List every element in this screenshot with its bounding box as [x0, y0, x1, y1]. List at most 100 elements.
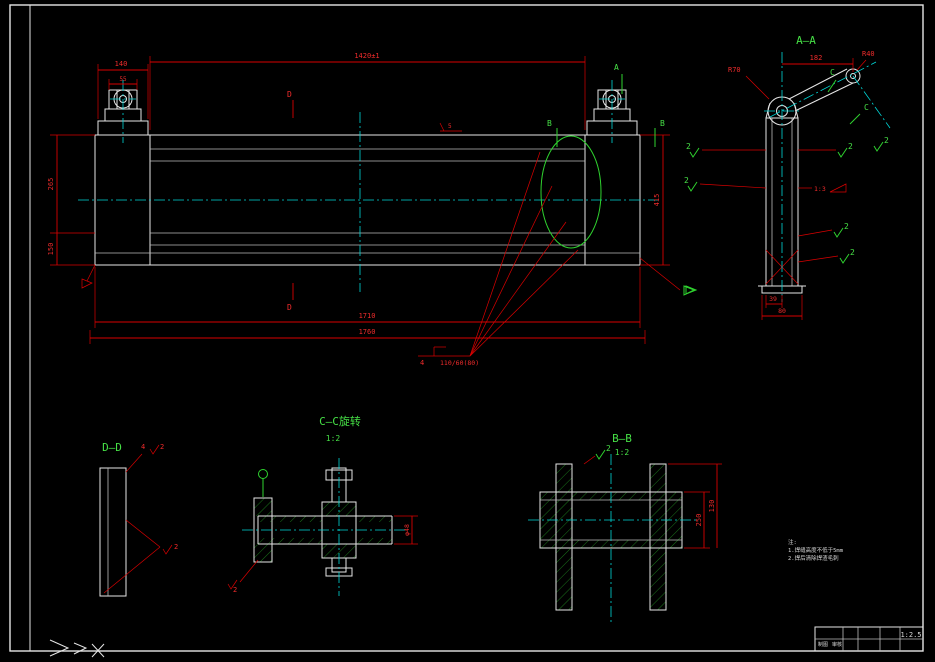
corner-arrow-small: [73, 642, 88, 655]
dimension-265: 265: [47, 134, 95, 234]
aa-finish-marks: 2 2 2 2 2 2: [684, 136, 889, 264]
aa-finish-l2: 2: [684, 176, 689, 185]
view-cc: C—C旋转 1:2: [227, 414, 418, 596]
note-line-1: 注:: [788, 538, 797, 546]
datum-flag-left: [81, 264, 96, 289]
dim-text-415: 415: [653, 194, 661, 207]
note-line-3: 2.焊后清除焊渣毛刺: [788, 554, 839, 562]
weld-5-text: 5: [448, 123, 452, 130]
bb-dim-outer-text: 250: [695, 514, 703, 527]
aa-finish-l1: 2: [686, 142, 691, 151]
dim-text-1760: 1760: [359, 328, 376, 336]
aa-dim-r40: R40: [856, 50, 875, 71]
section-d-label-top: D: [287, 90, 292, 99]
detail-ellipse: [540, 135, 602, 249]
cc-dim-dia-text: φ48: [403, 524, 411, 536]
aa-datum-flag: [685, 285, 698, 295]
aa-section-marks-c: C C: [827, 68, 869, 125]
cc-geometry: [253, 467, 393, 577]
cc-centerlines: [242, 458, 406, 596]
aa-geometry: [758, 68, 861, 294]
dd-title: D—D: [102, 441, 122, 454]
section-b-label-right: B: [660, 119, 665, 128]
section-marks-b: B B: [547, 119, 665, 147]
weld-callout: 4 110/60(80): [418, 151, 579, 367]
dimension-1760: 1760: [89, 328, 646, 344]
title-block-field-1: 制图: [818, 641, 828, 648]
sheet-border: [9, 4, 924, 652]
view-bb: B—B 1:2 2 250: [528, 432, 722, 622]
title-block-field-2: 审核: [832, 641, 842, 648]
aa-dim-39: 39: [765, 295, 783, 308]
bb-centerlines: [528, 454, 696, 622]
aa-finish-arm: 2: [884, 136, 889, 145]
title-block-scale: 1:2.5: [900, 631, 921, 639]
aa-r70-text: R70: [728, 66, 741, 74]
cc-finish-text: 2: [233, 586, 237, 594]
aa-finish-r3: 2: [850, 248, 855, 257]
dim-text-1420: 1420±1: [354, 52, 379, 60]
note-line-2: 1.焊缝高度不低于5mm: [788, 546, 844, 554]
weld-qty-text: 4: [420, 359, 424, 367]
dim-text-1710: 1710: [359, 312, 376, 320]
aa-80-text: 80: [778, 307, 786, 315]
dimension-55: 55: [108, 76, 138, 90]
title-block: 1:2.5 制图 审核: [814, 626, 924, 652]
section-a-label: A: [614, 63, 619, 72]
section-mark-a: A: [614, 63, 623, 94]
aa-c-label-2: C: [864, 103, 869, 112]
main-centerlines: [78, 80, 658, 292]
dd-2-top-text: 2: [160, 443, 164, 451]
section-marks-d: D D: [287, 90, 294, 312]
notes-block: 注: 1.焊缝高度不低于5mm 2.焊后清除焊渣毛刺: [788, 538, 844, 562]
title-block-stamp: [817, 629, 839, 637]
corner-arrow-large: [49, 639, 70, 657]
dim-text-265: 265: [47, 178, 55, 191]
aa-slope-text: 1:3: [814, 185, 826, 193]
bb-scale: 1:2: [615, 448, 630, 457]
cc-title: C—C旋转: [319, 414, 361, 428]
bb-finish-mark: 2: [583, 444, 611, 465]
weld-note-text: 110/60(80): [440, 359, 479, 367]
beam-outline: [94, 134, 641, 266]
aa-title: A—A: [796, 34, 816, 47]
aa-finish-r2: 2: [844, 222, 849, 231]
aa-centerlines: [764, 52, 891, 302]
main-view: 1420±1 140 55 265 150: [47, 52, 696, 367]
cc-scale: 1:2: [326, 434, 341, 443]
dim-text-140: 140: [115, 60, 128, 68]
dd-leaders: 2: [103, 519, 178, 594]
dd-geometry: [99, 467, 127, 597]
aa-dim-r70: R70: [728, 66, 770, 100]
dimension-1710: 1710: [94, 267, 641, 328]
view-aa: A—A R70: [684, 34, 891, 320]
dim-text-150: 150: [47, 243, 55, 256]
aa-c-label-1: C: [830, 68, 835, 77]
cc-finish-mark: 2: [227, 559, 259, 594]
weld-mark-5: 5: [439, 122, 462, 132]
cc-dim-dia: φ48: [394, 515, 418, 545]
aa-r40-text: R40: [862, 50, 875, 58]
aa-dim-80: 80: [761, 295, 803, 320]
bb-dim-inner: 130: [668, 463, 722, 548]
bb-finish-text: 2: [606, 444, 611, 453]
cc-balloon: [258, 469, 268, 497]
aa-slope-mark: 1:3: [798, 183, 847, 193]
dimension-140: 140: [97, 60, 149, 119]
aa-dim-182: 182: [782, 54, 854, 72]
bb-dim-outer: 250: [684, 491, 710, 549]
aa-finish-r1: 2: [848, 142, 853, 151]
dimension-1420: 1420±1: [149, 52, 586, 130]
dim-text-55: 55: [119, 76, 127, 83]
dd-2-bottom-text: 2: [174, 543, 178, 551]
dd-4-text: 4: [141, 443, 145, 451]
aa-182-text: 182: [810, 54, 823, 62]
bb-dim-inner-text: 130: [708, 500, 716, 513]
view-dd: D—D 4 2 2: [99, 441, 178, 597]
section-d-label-bottom: D: [287, 303, 292, 312]
section-b-label-left: B: [547, 119, 552, 128]
dd-top-mark: 4 2: [125, 443, 164, 473]
corner-marks: [49, 639, 105, 658]
